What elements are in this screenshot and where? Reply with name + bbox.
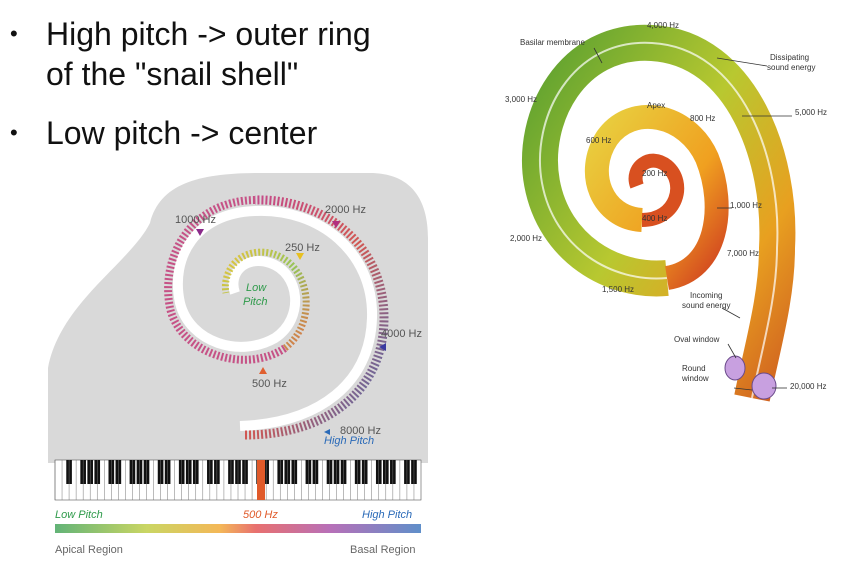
label-sound-energy: sound energy bbox=[767, 63, 815, 72]
keyboard-500hz-label: 500 Hz bbox=[243, 509, 278, 521]
bullet-text: High pitch -> outer ring bbox=[46, 14, 371, 54]
piano-spiral-diagram: 1000 Hz 2000 Hz 250 Hz Low Pitch 4000 Hz… bbox=[0, 143, 440, 563]
label-basilar-membrane: Basilar membrane bbox=[520, 38, 585, 47]
label-incoming: Incoming bbox=[690, 291, 722, 300]
label-1000hz: 1000 Hz bbox=[175, 214, 216, 226]
keyboard-high-pitch-label: High Pitch bbox=[362, 509, 412, 521]
label-1000hz: 1,000 Hz bbox=[730, 201, 762, 210]
label-incoming-sound-energy: sound energy bbox=[682, 301, 730, 310]
piano-keyboard bbox=[55, 460, 421, 500]
oval-window-icon bbox=[725, 356, 745, 380]
label-low: Low bbox=[246, 282, 267, 294]
label-4000hz: 4,000 Hz bbox=[647, 21, 679, 30]
label-3000hz: 3,000 Hz bbox=[505, 95, 537, 104]
label-600hz: 600 Hz bbox=[586, 136, 611, 145]
label-5000hz: 5,000 Hz bbox=[795, 108, 827, 117]
label-250hz: 250 Hz bbox=[285, 242, 320, 254]
label-20000hz: 20,000 Hz bbox=[790, 382, 826, 391]
frequency-gradient-bar bbox=[55, 524, 421, 533]
label-pitch: Pitch bbox=[243, 296, 267, 308]
bullet-dot-icon: • bbox=[10, 14, 18, 54]
label-window: window bbox=[681, 374, 709, 383]
key-500hz-highlight bbox=[257, 460, 265, 500]
keyboard-low-pitch-label: Low Pitch bbox=[55, 509, 103, 521]
label-7000hz: 7,000 Hz bbox=[727, 249, 759, 258]
bullet-text-continuation: of the "snail shell" bbox=[46, 54, 298, 94]
label-500hz: 500 Hz bbox=[252, 378, 287, 390]
label-400hz: 400 Hz bbox=[642, 214, 667, 223]
keyboard-basal-label: Basal Region bbox=[350, 544, 415, 556]
label-apex: Apex bbox=[647, 101, 665, 110]
label-oval-window: Oval window bbox=[674, 335, 720, 344]
label-200hz: 200 Hz bbox=[642, 169, 667, 178]
label-4000hz: 4000 Hz bbox=[381, 328, 422, 340]
label-1500hz: 1,500 Hz bbox=[602, 285, 634, 294]
label-round: Round bbox=[682, 364, 706, 373]
keyboard-apical-label: Apical Region bbox=[55, 544, 123, 556]
cochlea-diagram: 4,000 Hz Basilar membrane Dissipating so… bbox=[502, 8, 842, 423]
label-dissipating: Dissipating bbox=[770, 53, 809, 62]
round-window-icon bbox=[752, 373, 776, 399]
label-high-pitch: High Pitch bbox=[324, 435, 374, 447]
label-2000hz: 2000 Hz bbox=[325, 204, 366, 216]
label-2000hz: 2,000 Hz bbox=[510, 234, 542, 243]
label-800hz: 800 Hz bbox=[690, 114, 715, 123]
